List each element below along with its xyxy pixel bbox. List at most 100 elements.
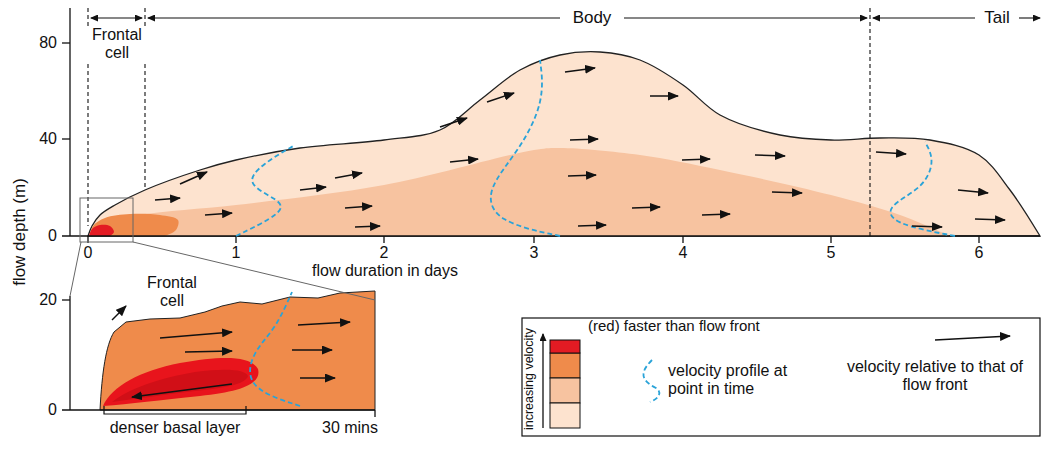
velocity-arrow [292, 349, 332, 351]
tick-label: 1 [232, 244, 241, 262]
velocity-arrow [650, 95, 678, 97]
velocity-arrow [355, 226, 380, 227]
velocity-profile [236, 145, 295, 236]
velocity-arrow [112, 306, 126, 320]
span-arrow [91, 17, 142, 18]
velocity-arrow [335, 173, 362, 178]
zoom-line [70, 242, 81, 296]
legend-text: velocity relative to that of flow front [840, 358, 1030, 393]
tick-label: flow depth (m) [11, 178, 30, 286]
velocity-arrow [160, 332, 232, 338]
label: Tail [982, 9, 1012, 28]
velocity-arrow [568, 175, 596, 176]
flow-zone [89, 225, 114, 236]
velocity-arrow [300, 187, 326, 190]
profile-sample [643, 360, 659, 402]
tick [830, 236, 831, 243]
legend-swatch [550, 340, 580, 353]
velocity-profile [250, 292, 300, 406]
velocity-arrow [132, 384, 232, 397]
tick-label: 0 [84, 244, 93, 262]
velocity-arrow [702, 214, 730, 215]
inset-zone [112, 370, 248, 402]
label: Frontal cell [142, 274, 202, 309]
y-axis [69, 8, 70, 236]
flow-zone [90, 214, 179, 236]
velocity-arrow [958, 190, 988, 193]
tick-label: 80 [39, 34, 57, 52]
tick [62, 299, 70, 300]
flow-zone [95, 148, 950, 236]
velocity-arrow [300, 377, 335, 379]
velocity-arrow [345, 206, 372, 208]
legend-box [522, 318, 1040, 436]
tick-label: 40 [39, 130, 57, 148]
inset-zone [103, 358, 258, 406]
velocity-arrow [570, 139, 598, 140]
tick-label: 4 [679, 244, 688, 262]
legend-frame [522, 318, 1040, 436]
label: increasing velocity [523, 328, 537, 430]
span-arrow [1019, 17, 1040, 18]
divider [87, 8, 88, 28]
velocity-arrow [205, 213, 232, 215]
tick-label: 2 [380, 244, 389, 262]
tick-label: 3 [530, 244, 539, 262]
arrow-sample [935, 336, 1010, 340]
velocity-arrow [180, 172, 207, 184]
divider [144, 8, 145, 28]
increase-arrow [542, 334, 543, 428]
velocity-arrow [298, 322, 350, 325]
swatch [550, 353, 580, 378]
velocity-arrow [565, 68, 595, 72]
legend-text: velocity profile at point in time [668, 362, 808, 397]
tick [235, 236, 236, 243]
velocity-arrow [975, 219, 1005, 220]
zoom-box [80, 198, 133, 242]
velocity-profile [891, 142, 955, 236]
label: 30 mins [322, 419, 378, 437]
tick-label: 0 [48, 227, 57, 245]
velocity-arrow [876, 152, 906, 154]
span-arrow [624, 17, 867, 18]
tick [533, 236, 534, 243]
velocity-arrow [440, 118, 467, 127]
span-arrow [873, 17, 975, 18]
velocity-arrow [155, 198, 180, 200]
legend-text: (red) faster than flow front [588, 318, 760, 335]
tick [682, 236, 683, 243]
velocity-arrow [772, 192, 802, 193]
tick [374, 410, 375, 417]
phase-brackets [88, 8, 1040, 236]
velocity-arrow [755, 155, 785, 156]
bracket [104, 406, 246, 414]
label: Body [571, 9, 614, 28]
divider [87, 64, 88, 226]
tick-label: 6 [975, 244, 984, 262]
tick-label: 5 [827, 244, 836, 262]
label: flow duration in days [312, 262, 458, 280]
velocity-arrow [185, 351, 232, 352]
label: Frontal cell [89, 26, 145, 61]
swatch [550, 403, 580, 428]
label: denser basal layer [110, 419, 241, 437]
zoom-frame [70, 198, 375, 300]
inset-x-axis [62, 409, 375, 410]
velocity-profile [491, 60, 560, 236]
tick [62, 138, 70, 139]
velocity-arrow [682, 159, 710, 160]
legend-swatches [550, 340, 580, 353]
velocity-arrow [450, 159, 478, 162]
x-ticks [88, 236, 979, 243]
tick-label: 0 [48, 401, 57, 419]
velocity-arrow [912, 226, 942, 227]
span-arrow [148, 17, 560, 18]
inset-y-axis [69, 296, 70, 410]
tick-label: 20 [39, 291, 57, 309]
divider [144, 64, 145, 190]
divider [869, 8, 870, 236]
velocity-arrow [487, 93, 514, 102]
swatch [550, 378, 580, 403]
flow-zone [88, 52, 1040, 236]
